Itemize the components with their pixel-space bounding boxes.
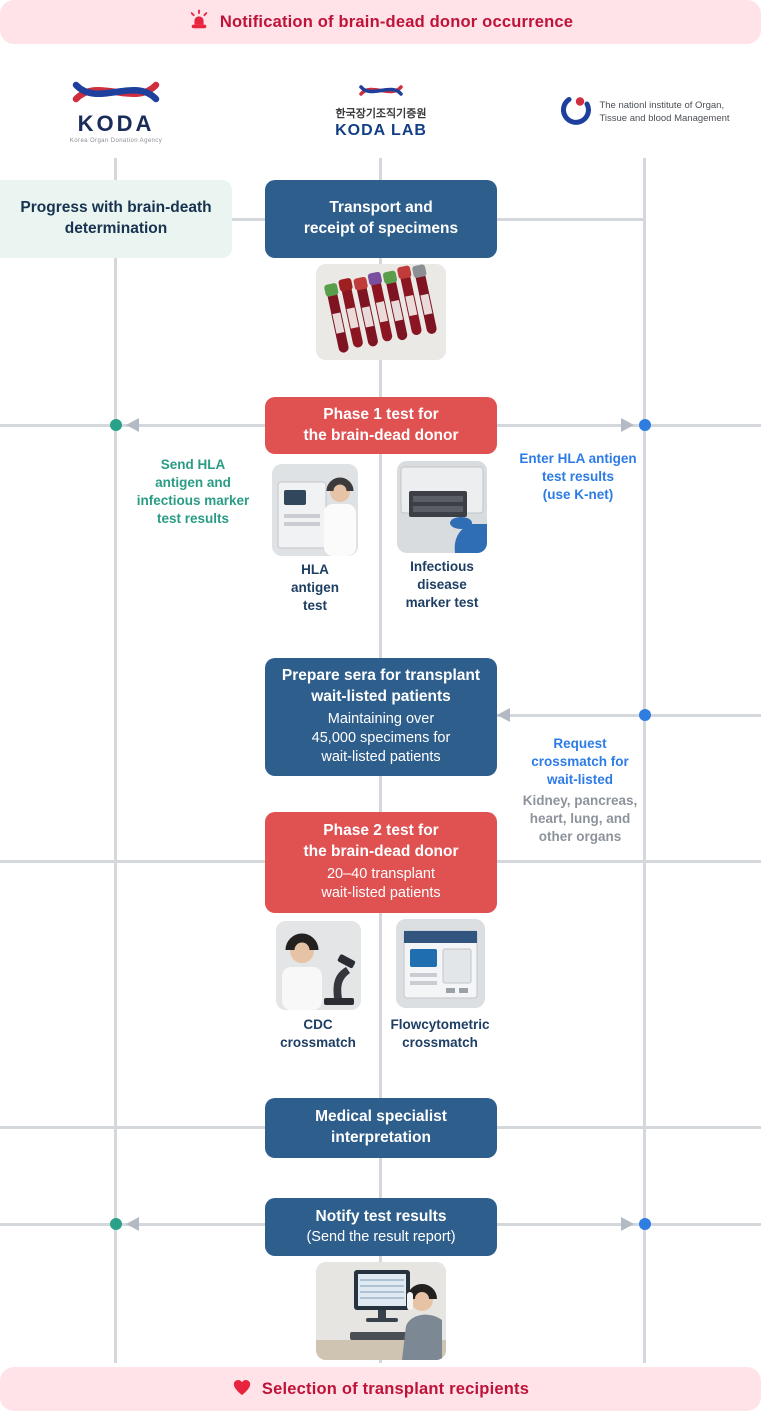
flowcytometric-crossmatch-caption: Flowcytometric crossmatch — [390, 1017, 490, 1050]
brain-death-box: Progress with brain-death determination — [0, 180, 232, 258]
arrow-left-icon — [126, 1217, 139, 1231]
koda-lab-name: KODA LAB — [335, 122, 427, 139]
org-card-nibm: The nationl institute of Organ, Tissue a… — [530, 70, 761, 154]
interpretation-box: Medical specialist interpretation — [265, 1098, 497, 1158]
nibm-logo-icon — [561, 94, 592, 130]
flowcytometric-crossmatch-image — [396, 919, 485, 1008]
specimen-tubes-image — [316, 264, 446, 360]
request-crossmatch-note: Request crossmatch for wait-listed — [531, 736, 629, 788]
phase1-box: Phase 1 test for the brain-dead donor — [265, 397, 497, 454]
top-banner: Notification of brain-dead donor occurre… — [0, 0, 761, 44]
bottom-banner: Selection of transplant recipients — [0, 1367, 761, 1411]
request-crossmatch-organs-note: Kidney, pancreas, heart, lung, and other… — [522, 793, 638, 845]
brain-death-box-label: Progress with brain-death determination — [20, 199, 212, 237]
koda-name: KODA — [77, 111, 155, 136]
send-results-note: Send HLA antigen and infectious marker t… — [136, 457, 250, 527]
arrow-right-icon — [621, 418, 634, 432]
enter-results-note: Enter HLA antigen test results (use K-ne… — [519, 451, 637, 503]
prepare-sera-box-subtitle: Maintaining over 45,000 specimens for wa… — [311, 711, 451, 766]
nibm-node-dot — [639, 709, 651, 721]
notify-results-box: Notify test results (Send the result rep… — [265, 1198, 497, 1256]
transport-box: Transport and receipt of specimens — [265, 180, 497, 258]
infectious-test-caption: Infectious disease marker test — [405, 559, 479, 610]
cdc-crossmatch-caption: CDC crossmatch — [280, 1017, 356, 1050]
koda-node-dot — [110, 1218, 122, 1230]
koda-node-dot — [110, 419, 122, 431]
koda-column-line — [114, 158, 117, 1363]
notify-results-box-subtitle: (Send the result report) — [306, 1228, 456, 1245]
cdc-crossmatch-image — [276, 921, 361, 1010]
koda-lab-korean-name: 한국장기조직기증원 — [335, 108, 427, 120]
org-card-koda-lab: 한국장기조직기증원 KODA LAB — [265, 70, 497, 154]
top-banner-text: Notification of brain-dead donor occurre… — [219, 12, 574, 31]
nibm-column-line — [643, 158, 646, 1363]
arrow-left-icon — [497, 708, 510, 722]
nibm-name: The nationl institute of Organ, Tissue a… — [599, 99, 730, 124]
phase2-box-subtitle: 20–40 transplant wait-listed patients — [321, 866, 441, 902]
siren-icon — [188, 8, 210, 36]
nibm-node-dot — [639, 419, 651, 431]
arrow-left-icon — [126, 418, 139, 432]
hla-antigen-test-image — [272, 464, 358, 556]
phase2-box-title: Phase 2 test for the brain-dead donor — [303, 822, 459, 861]
hla-test-caption: HLA antigen test — [290, 562, 339, 613]
heart-icon — [232, 1378, 252, 1401]
koda-logo-icon — [71, 80, 161, 109]
nibm-node-dot — [639, 1218, 651, 1230]
infectious-marker-test-image — [397, 461, 487, 553]
koda-lab-logo-icon — [358, 84, 404, 102]
bottom-banner-text: Selection of transplant recipients — [261, 1379, 530, 1398]
arrow-right-icon — [621, 1217, 634, 1231]
prepare-sera-box-title: Prepare sera for transplant wait-listed … — [281, 667, 481, 706]
connector-request-line — [497, 714, 761, 717]
prepare-sera-box: Prepare sera for transplant wait-listed … — [265, 658, 497, 776]
koda-tagline: Korea Organ Donation Agency — [69, 138, 163, 144]
notify-results-box-title: Notify test results — [315, 1207, 447, 1225]
phase1-box-label: Phase 1 test for the brain-dead donor — [303, 405, 459, 444]
notify-results-image — [316, 1262, 446, 1360]
org-card-koda: KODA Korea Organ Donation Agency — [0, 70, 232, 154]
phase2-box: Phase 2 test for the brain-dead donor 20… — [265, 812, 497, 913]
transport-box-label: Transport and receipt of specimens — [303, 199, 459, 237]
interpretation-box-label: Medical specialist interpretation — [315, 1108, 447, 1146]
